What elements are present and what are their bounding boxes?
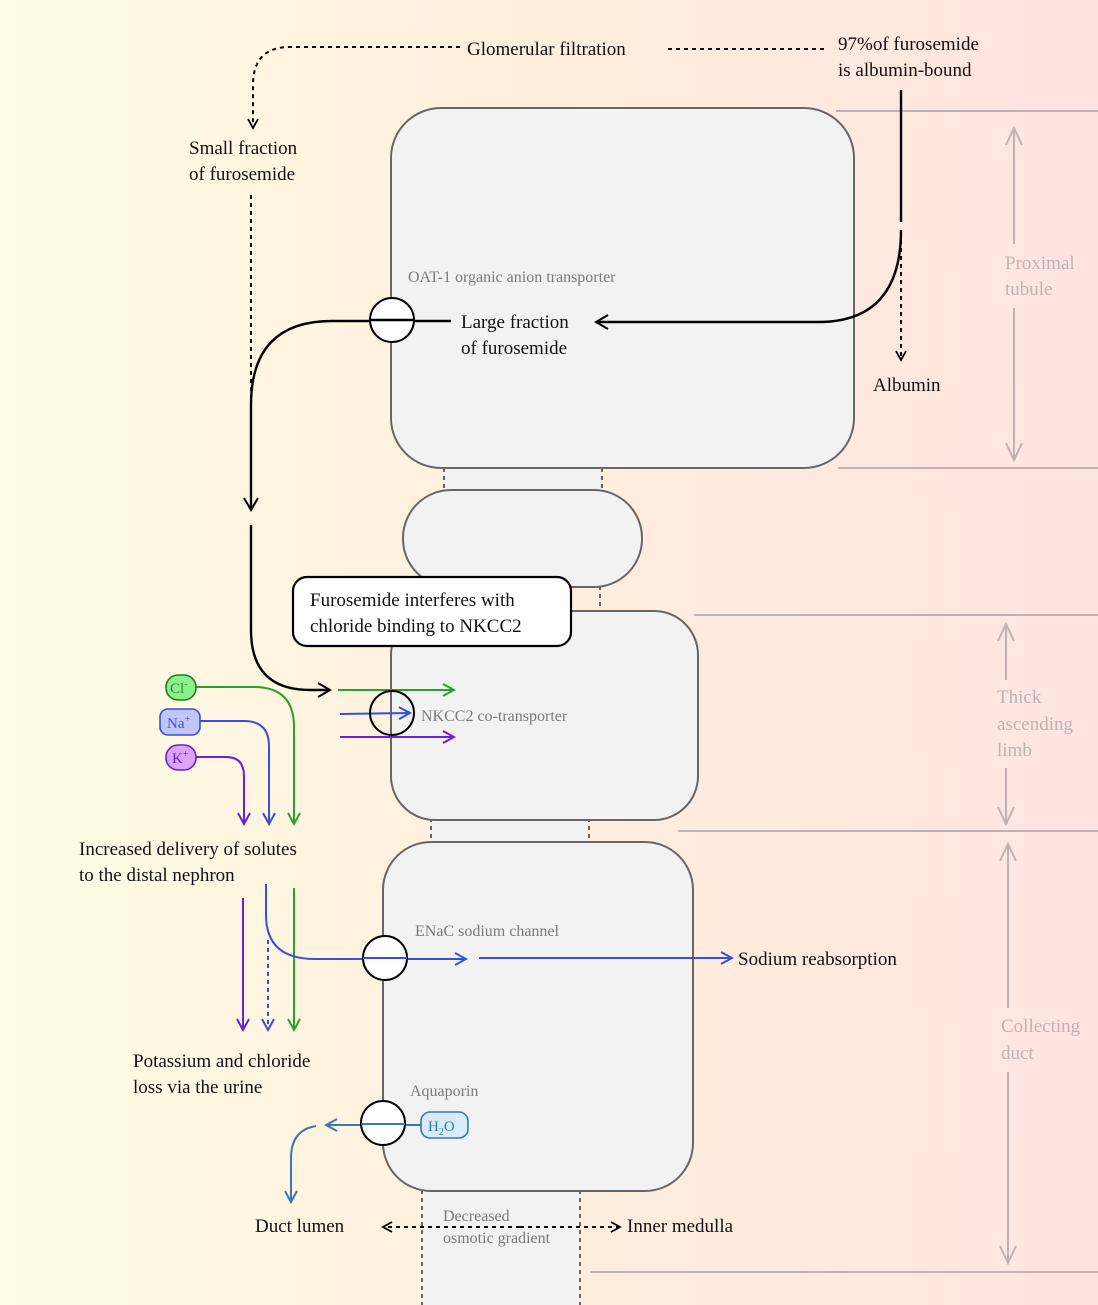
callout-text-2: chloride binding to NKCC2 bbox=[310, 616, 522, 637]
region-rulers bbox=[590, 110, 1098, 1273]
svg-text:Cl-: Cl- bbox=[170, 679, 188, 697]
proximal-tubule-cell bbox=[390, 107, 855, 469]
region-label-thick: Thick bbox=[997, 687, 1042, 708]
duct-lumen-label: Duct lumen bbox=[255, 1216, 345, 1237]
svg-text:Na+: Na+ bbox=[167, 714, 191, 732]
albumin-bound-label-2: is albumin-bound bbox=[838, 60, 972, 81]
region-label-collecting: Collecting bbox=[1001, 1016, 1081, 1037]
secretion-path bbox=[243, 319, 451, 512]
decreased-gradient-label-2: osmotic gradient bbox=[443, 1230, 551, 1247]
water-molecule-badge: H2O bbox=[420, 1111, 469, 1139]
region-label-proximal: Proximal bbox=[1005, 253, 1075, 274]
albumin-bound-label: 97%of furosemide bbox=[838, 34, 979, 55]
sodium-transport-arrow bbox=[339, 713, 410, 714]
increased-delivery-label-2: to the distal nephron bbox=[79, 865, 235, 886]
potassium-delivery-arrow bbox=[196, 756, 244, 824]
chloride-ion-badge: Cl- bbox=[165, 674, 197, 701]
enac-channel-icon bbox=[362, 935, 408, 981]
svg-text:H2O: H2O bbox=[428, 1119, 455, 1138]
collecting-duct-cell bbox=[382, 841, 694, 1192]
enac-label: ENaC sodium channel bbox=[415, 923, 560, 940]
region-label-thick-3: limb bbox=[997, 740, 1032, 761]
potassium-ion-badge: K+ bbox=[165, 744, 197, 771]
chloride-delivery-arrow bbox=[196, 686, 294, 824]
nkcc2-transporter-icon bbox=[369, 690, 415, 736]
large-fraction-label: Large fraction bbox=[461, 312, 569, 333]
sodium-to-enac-arrow bbox=[265, 884, 466, 959]
albumin-label: Albumin bbox=[873, 375, 941, 396]
increased-delivery-label: Increased delivery of solutes bbox=[79, 839, 297, 860]
furosemide-callout: Furosemide interferes with chloride bind… bbox=[291, 575, 573, 648]
callout-text: Furosemide interferes with bbox=[310, 590, 515, 611]
decreased-gradient-label: Decreased bbox=[443, 1208, 510, 1225]
small-fraction-label: Small fraction bbox=[189, 138, 298, 159]
aquaporin-channel-icon bbox=[360, 1100, 406, 1146]
sodium-reabsorption-label: Sodium reabsorption bbox=[738, 949, 897, 970]
large-fraction-label-2: of furosemide bbox=[461, 338, 567, 359]
region-label-collecting-2: duct bbox=[1001, 1043, 1034, 1064]
loop-segment-cell bbox=[402, 489, 643, 588]
inner-medulla-label: Inner medulla bbox=[627, 1216, 734, 1237]
furosemide-to-nkcc2-arrow bbox=[249, 525, 332, 698]
oat-transporter-label: OAT-1 organic anion transporter bbox=[408, 269, 616, 286]
aquaporin-label: Aquaporin bbox=[410, 1083, 478, 1100]
glomerular-filtration-label: Glomerular filtration bbox=[467, 39, 626, 60]
sodium-delivery-arrow bbox=[200, 720, 269, 824]
large-fraction-arrow bbox=[594, 229, 903, 330]
small-fraction-label-2: of furosemide bbox=[189, 164, 295, 185]
sodium-ion-badge: Na+ bbox=[159, 708, 201, 736]
svg-text:K+: K+ bbox=[172, 749, 189, 767]
nephron-connectors bbox=[421, 468, 603, 1305]
region-label-thick-2: ascending bbox=[997, 714, 1073, 735]
nkcc2-label: NKCC2 co-transporter bbox=[421, 708, 568, 725]
water-to-lumen-arrow bbox=[291, 1125, 317, 1202]
potassium-chloride-loss-label-2: loss via the urine bbox=[133, 1077, 262, 1098]
potassium-chloride-loss-label: Potassium and chloride bbox=[133, 1051, 310, 1072]
glomerular-filtration-arrow bbox=[247, 46, 460, 130]
region-label-proximal-2: tubule bbox=[1005, 279, 1053, 300]
